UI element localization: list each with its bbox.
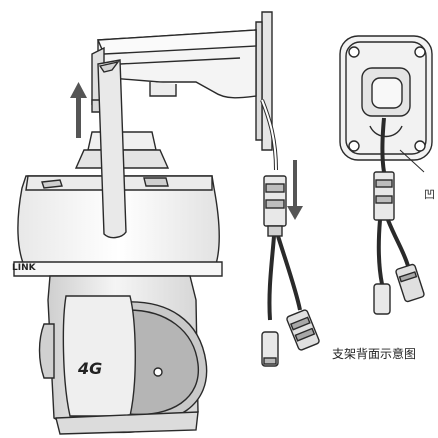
- callout-label: 凹: [424, 188, 435, 201]
- down-arrow-icon: [287, 160, 303, 220]
- camera-network-label: 4G: [77, 359, 102, 378]
- bracket-back-caption: 支架背面示意图: [332, 346, 416, 361]
- camera-brand-text: LINK: [12, 263, 37, 273]
- bracket-back-view: [339, 35, 433, 315]
- cable-left: [260, 99, 320, 367]
- up-arrow-icon: [70, 82, 87, 138]
- ptz-camera: [13, 59, 223, 435]
